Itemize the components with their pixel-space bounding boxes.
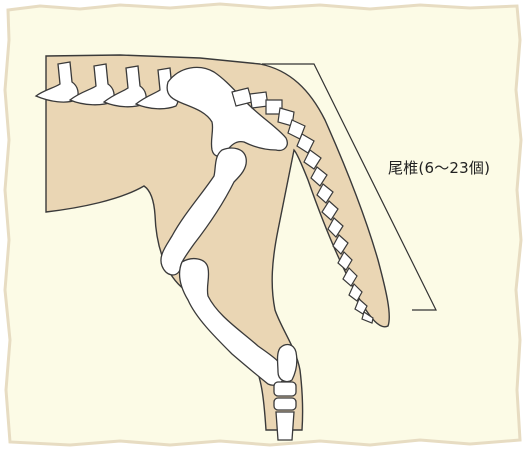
caudal-vertebra-2: [250, 92, 268, 108]
calcaneus-bone: [278, 345, 297, 382]
lower-leg-bones: [274, 345, 297, 440]
tarsal-bone-2: [274, 398, 296, 410]
caudal-vertebra-1: [232, 88, 252, 106]
tarsal-bone-1: [274, 382, 296, 396]
caudal-vertebrae-label: 尾椎(6～23個): [388, 157, 490, 178]
metatarsal-bone: [276, 412, 294, 440]
